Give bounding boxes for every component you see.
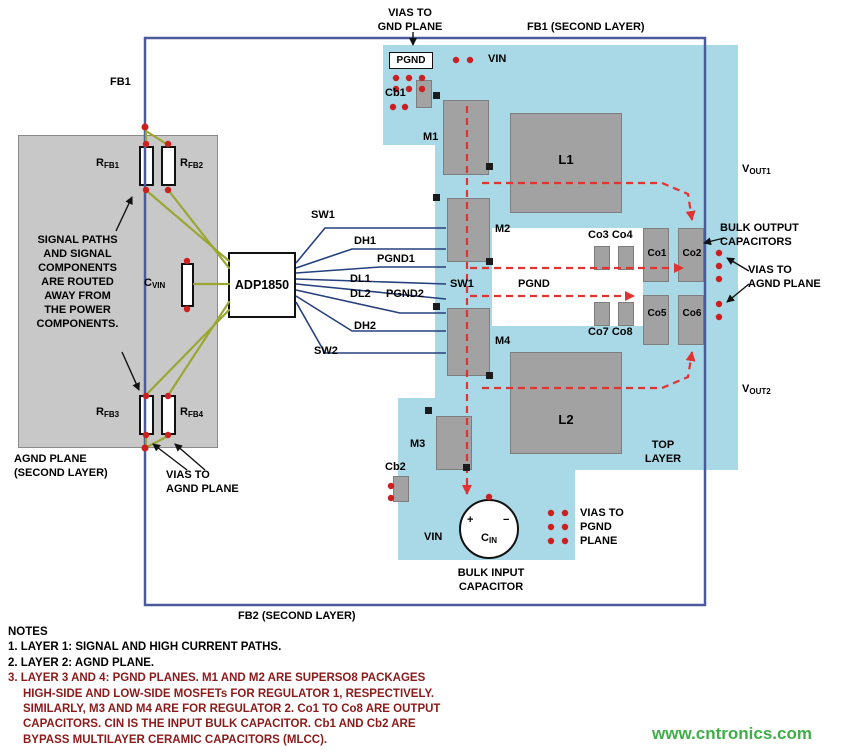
capacitor-cvin xyxy=(181,263,194,307)
vias-agnd-right-label: VIAS TO AGND PLANE xyxy=(748,264,821,291)
co7-co8-label: Co7 Co8 xyxy=(588,326,633,338)
notes-block: NOTES 1. LAYER 1: SIGNAL AND HIGH CURREN… xyxy=(8,625,440,748)
controller-adp1850: ADP1850 xyxy=(228,252,296,318)
m2-label: M2 xyxy=(495,223,511,235)
l1-label: L1 xyxy=(558,152,574,167)
vias-pgnd-label: VIAS TO PGND PLANE xyxy=(580,507,624,548)
sw1-node-label: SW1 xyxy=(450,278,474,290)
cap-co4 xyxy=(618,246,634,270)
note-line-3: 3. LAYER 3 AND 4: PGND PLANES. M1 AND M2… xyxy=(8,672,426,685)
bulk-output-label: BULK OUTPUT CAPACITORS xyxy=(720,222,799,249)
notes-title: NOTES xyxy=(8,626,48,638)
note-line-5: SIMILARLY, M3 AND M4 ARE FOR REGULATOR 2… xyxy=(23,703,441,716)
bulk-input-label: BULK INPUT CAPACITOR xyxy=(457,567,525,594)
pgnd-pad-label: PGND xyxy=(396,55,426,66)
cap-co7 xyxy=(594,302,610,326)
resistor-rfb3 xyxy=(139,395,154,435)
note-line-4: HIGH-SIDE AND LOW-SIDE MOSFETs FOR REGUL… xyxy=(23,687,435,700)
fb1-layer-label: FB1 (SECOND LAYER) xyxy=(527,21,645,33)
mosfet-m2 xyxy=(447,198,490,262)
cb2-label: Cb2 xyxy=(385,461,406,473)
rfb4-label: RFB4 xyxy=(180,406,204,419)
cap-co3 xyxy=(594,246,610,270)
dl2-signal-label: DL2 xyxy=(350,288,371,300)
rfb3-label: RFB3 xyxy=(96,406,120,419)
dl1-signal-label: DL1 xyxy=(350,273,371,285)
cap-cb2 xyxy=(393,476,409,502)
vin-bottom-label: VIN xyxy=(424,531,443,543)
m3-label: M3 xyxy=(410,438,426,450)
note-line-7: BYPASS MULTILAYER CERAMIC CAPACITORS (ML… xyxy=(23,733,328,746)
pgnd-pad: PGND xyxy=(389,52,433,69)
resistor-rfb2 xyxy=(161,146,176,186)
resistor-rfb4 xyxy=(161,395,176,435)
signal-routing-note: SIGNAL PATHS AND SIGNAL COMPONENTS ARE R… xyxy=(36,234,119,331)
inductor-l2 xyxy=(510,352,622,454)
m1-label: M1 xyxy=(423,131,439,143)
co3-co4-label: Co3 Co4 xyxy=(588,229,633,241)
vias-gnd-plane-label: VIAS TO GND PLANE xyxy=(377,7,443,34)
rfb2-label: RFB2 xyxy=(180,157,204,170)
controller-label: ADP1850 xyxy=(234,278,290,292)
cin-plus-sign: + xyxy=(467,514,474,526)
dh2-signal-label: DH2 xyxy=(354,320,377,332)
mosfet-m4 xyxy=(447,308,490,376)
m4-label: M4 xyxy=(495,335,511,347)
cvin-label: CVIN xyxy=(144,277,166,290)
cap-cb1 xyxy=(416,80,432,108)
fb1-label: FB1 xyxy=(110,76,131,88)
dh1-signal-label: DH1 xyxy=(354,235,377,247)
pgnd1-signal-label: PGND1 xyxy=(377,253,415,265)
cb1-label: Cb1 xyxy=(385,87,406,99)
note-line-2: 2. LAYER 2: AGND PLANE. xyxy=(8,656,155,669)
agnd-plane-label: AGND PLANE (SECOND LAYER) xyxy=(14,453,108,480)
fb2-layer-label: FB2 (SECOND LAYER) xyxy=(238,610,356,622)
capacitor-cin xyxy=(459,499,519,559)
co2-label: Co2 xyxy=(682,248,702,259)
pgnd2-signal-label: PGND2 xyxy=(386,288,424,300)
vias-agnd-left-label: VIAS TO AGND PLANE xyxy=(166,469,239,496)
l2-label: L2 xyxy=(558,412,574,427)
co5-label: Co5 xyxy=(647,308,667,319)
vout2-label: VOUT2 xyxy=(742,383,771,396)
top-layer-label: TOP LAYER xyxy=(644,439,682,466)
vin-top-label: VIN xyxy=(488,53,507,65)
co1-label: Co1 xyxy=(647,248,667,259)
vout1-label: VOUT1 xyxy=(742,163,771,176)
sw1-signal-label: SW1 xyxy=(311,209,335,221)
note-line-1: 1. LAYER 1: SIGNAL AND HIGH CURRENT PATH… xyxy=(8,641,282,654)
mosfet-m1 xyxy=(443,100,489,175)
note-line-6: CAPACITORS. CIN IS THE INPUT BULK CAPACI… xyxy=(23,718,416,731)
pgnd-node-label: PGND xyxy=(518,278,550,290)
site-watermark: www.cntronics.com xyxy=(652,724,812,743)
cap-co8 xyxy=(618,302,634,326)
rfb1-label: RFB1 xyxy=(96,157,120,170)
mosfet-m3 xyxy=(436,416,472,470)
co6-label: Co6 xyxy=(682,308,702,319)
cin-label: CIN xyxy=(481,532,497,545)
cin-minus-sign: − xyxy=(503,514,510,526)
resistor-rfb1 xyxy=(139,146,154,186)
sw2-signal-label: SW2 xyxy=(314,345,338,357)
